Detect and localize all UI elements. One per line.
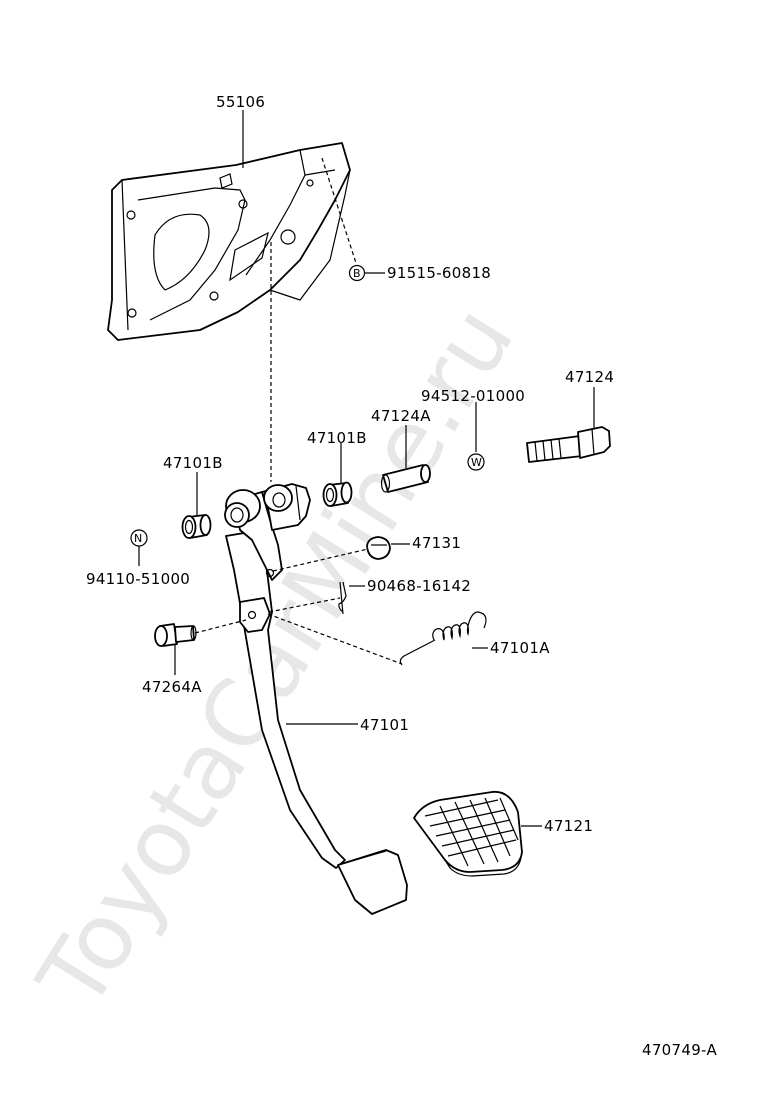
label-55106: 55106 <box>216 93 265 111</box>
label-47124a: 47124A <box>371 407 431 425</box>
pedal-arm-47101 <box>224 483 408 915</box>
label-94512-01000: 94512-01000 <box>421 387 525 405</box>
b-symbol-letter: B <box>353 267 361 280</box>
pin-47264a <box>154 623 197 647</box>
pedal-pad-47121 <box>413 790 523 877</box>
w-symbol-icon <box>467 453 485 471</box>
label-47101a: 47101A <box>490 639 550 657</box>
label-90468-16142: 90468-16142 <box>367 577 471 595</box>
b-symbol-icon <box>348 264 366 282</box>
clip-90468-16142 <box>338 581 347 615</box>
bolt-47124 <box>526 426 611 463</box>
sleeve-47124a <box>380 464 431 493</box>
label-47131: 47131 <box>412 534 461 552</box>
label-47264a: 47264A <box>142 678 202 696</box>
n-symbol-letter: N <box>134 532 142 545</box>
bushing-47101b-right <box>322 481 353 507</box>
label-94110-51000: 94110-51000 <box>86 570 190 588</box>
label-91515-60818: 91515-60818 <box>387 264 491 282</box>
label-47101: 47101 <box>360 716 409 734</box>
spring-47101a <box>399 611 487 666</box>
w-symbol-letter: W <box>471 456 482 469</box>
label-47121: 47121 <box>544 817 593 835</box>
label-47124: 47124 <box>565 368 614 386</box>
stopper-47131 <box>366 536 391 560</box>
figure-id: 470749-A <box>642 1041 717 1059</box>
pedal-bracket <box>107 142 351 341</box>
label-47101b-right: 47101B <box>307 429 367 447</box>
label-47101b-left: 47101B <box>163 454 223 472</box>
bushing-47101b-left <box>181 514 212 539</box>
